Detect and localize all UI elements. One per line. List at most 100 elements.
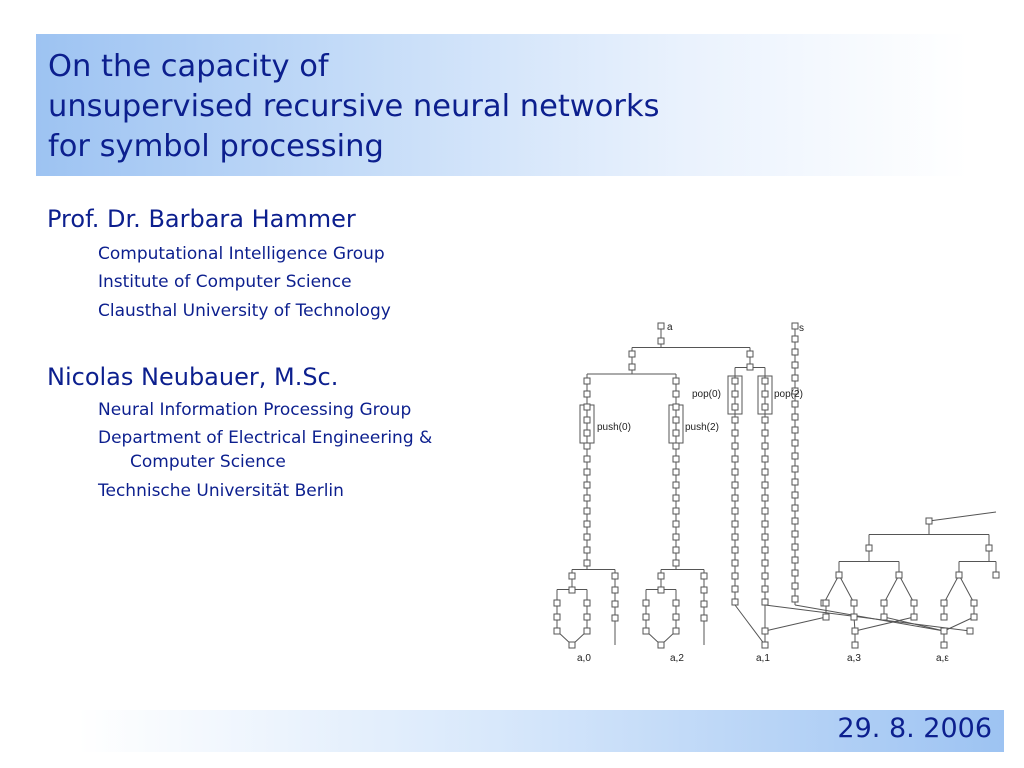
diagram-node [583,455,591,463]
diagram-node [672,442,680,450]
diagram-node [731,429,739,437]
diagram-node [672,627,680,635]
diagram-node [583,403,591,411]
diagram-node [746,350,754,358]
diagram-node [731,455,739,463]
diagram-node [672,468,680,476]
affiliation-line: Technische Universität Berlin [98,481,344,501]
diagram-node [672,429,680,437]
diagram-node [791,569,799,577]
author-affiliation: Neural Information Processing Group Depa… [98,398,432,503]
diagram-node [791,556,799,564]
diagram-node [583,468,591,476]
diagram-node [583,507,591,515]
highlight-box [757,375,773,415]
diagram-node [672,507,680,515]
diagram-node [700,572,708,580]
diagram-node [761,416,769,424]
diagram-node [761,533,769,541]
diagram-node [791,426,799,434]
diagram-node [791,582,799,590]
diagram-node [583,599,591,607]
diagram-node [672,613,680,621]
diagram-node [851,627,859,635]
diagram-node [642,613,650,621]
diagram-node [791,361,799,369]
diagram-node [583,481,591,489]
node-label: push(0) [597,422,631,433]
diagram-node [985,544,993,552]
diagram-node [835,571,843,579]
diagram-node [611,586,619,594]
diagram-node [672,455,680,463]
diagram-node [791,348,799,356]
diagram-node [583,494,591,502]
diagram-node [761,598,769,606]
diagram-node [791,400,799,408]
diagram-node [568,586,576,594]
diagram-node [583,377,591,385]
diagram-node [657,322,665,330]
diagram-node [611,614,619,622]
diagram-node [731,507,739,515]
diagram-node [672,533,680,541]
diagram-node [568,641,576,649]
diagram-node [583,429,591,437]
diagram-node [642,599,650,607]
diagram-node [583,533,591,541]
diagram-node [761,481,769,489]
diagram-node [672,559,680,567]
title-line: On the capacity of [48,49,329,84]
diagram-edge [823,574,840,604]
diagram-node [746,363,754,371]
diagram-node [791,452,799,460]
diagram-node [731,494,739,502]
author-name: Prof. Dr. Barbara Hammer [47,205,356,233]
title-line: unsupervised recursive neural networks [48,89,660,124]
affiliation-line: Clausthal University of Technology [98,301,391,321]
diagram-node [761,442,769,450]
title-band: On the capacity of unsupervised recursiv… [36,34,968,176]
diagram-node [672,403,680,411]
author-affiliation: Computational Intelligence Group Institu… [98,242,391,323]
node-label: push(2) [685,422,719,433]
diagram-node [700,614,708,622]
highlight-box [727,375,743,415]
diagram-node [895,571,903,579]
diagram-node [955,571,963,579]
diagram-node [611,572,619,580]
diagram-node [791,374,799,382]
diagram-node [910,613,918,621]
diagram-node [672,599,680,607]
recursive-network-diagram: a s pop(0) pop(2) push(0) push(2) a,0 a,… [553,322,1000,664]
diagram-node [791,439,799,447]
affiliation-line: Computational Intelligence Group [98,244,385,264]
diagram-node [761,627,769,635]
diagram-node [700,586,708,594]
diagram-edge [883,574,900,604]
diagram-node [657,337,665,345]
affiliation-line: Neural Information Processing Group [98,400,412,420]
diagram-node [940,641,948,649]
diagram-node [731,533,739,541]
title-line: for symbol processing [48,129,384,164]
diagram-edge [764,616,827,632]
diagram-node [791,491,799,499]
diagram-node [992,571,1000,579]
diagram-node [583,442,591,450]
diagram-node [791,322,799,330]
diagram-node [553,627,561,635]
diagram-node [672,377,680,385]
affiliation-line: Institute of Computer Science [98,272,352,292]
diagram-edge [734,604,766,646]
diagram-node [850,599,858,607]
diagram-node [791,517,799,525]
diagram-node [970,613,978,621]
diagram-node [628,350,636,358]
diagram-node [583,627,591,635]
diagram-nodes [553,322,1000,649]
diagram-node [628,363,636,371]
diagram-node [657,586,665,594]
diagram-edge [943,574,960,604]
diagram-labels: a s pop(0) pop(2) push(0) push(2) a,0 a,… [577,322,949,664]
